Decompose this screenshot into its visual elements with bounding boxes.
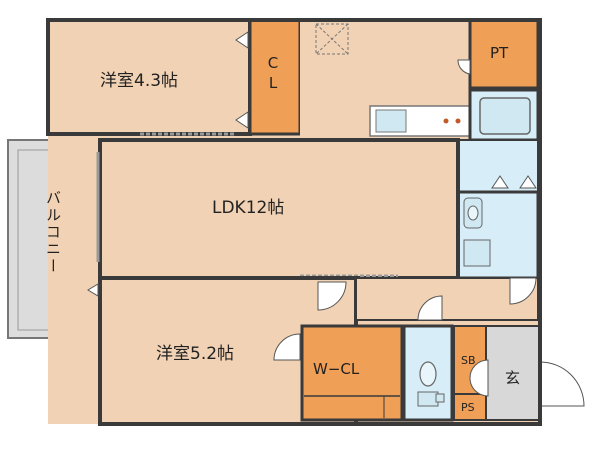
bathtub-icon bbox=[479, 97, 531, 135]
hall-door-swing-2 bbox=[417, 295, 443, 321]
washroom-door-marks bbox=[491, 175, 537, 189]
walk-in-closet bbox=[300, 324, 404, 422]
closet-cl bbox=[248, 18, 302, 136]
western-room-2-label: 洋室5.2帖 bbox=[156, 344, 235, 364]
western-room-1-label: 洋室4.3帖 bbox=[100, 71, 179, 91]
ldk-room bbox=[98, 138, 460, 280]
hallway bbox=[355, 277, 539, 321]
balcony-door-swing bbox=[87, 283, 99, 297]
pipe-space-top-label: PT bbox=[490, 44, 509, 62]
wcl-door-swing bbox=[273, 333, 301, 361]
pipe-space-ps bbox=[453, 393, 487, 421]
entrance bbox=[485, 325, 541, 421]
shoe-box-label: SB bbox=[461, 354, 476, 367]
skylight-icon bbox=[315, 23, 349, 55]
toilet-accessory bbox=[435, 393, 445, 403]
entrance-door-swing bbox=[539, 361, 585, 407]
toilet-icon bbox=[463, 197, 483, 229]
western-room-1 bbox=[46, 18, 252, 136]
entrance-label: 玄 bbox=[505, 369, 521, 387]
sb-door-swing bbox=[469, 359, 489, 397]
ldk-label: LDK12帖 bbox=[212, 198, 285, 218]
toilet-lower-icon bbox=[417, 361, 439, 407]
kitchen-counter bbox=[369, 105, 471, 137]
pt-door-swing bbox=[457, 59, 471, 75]
pipe-space-label: PS bbox=[461, 401, 475, 414]
walk-in-closet-label: W−CL bbox=[313, 360, 360, 378]
outer-wall bbox=[48, 18, 542, 426]
hall-door-swing bbox=[509, 277, 537, 305]
closet-label: CL bbox=[264, 54, 282, 94]
balcony-label: バルコニー bbox=[44, 190, 62, 275]
closet-door-marks bbox=[235, 31, 249, 129]
room2-door-swing bbox=[317, 281, 347, 311]
sink-icon bbox=[463, 239, 491, 267]
